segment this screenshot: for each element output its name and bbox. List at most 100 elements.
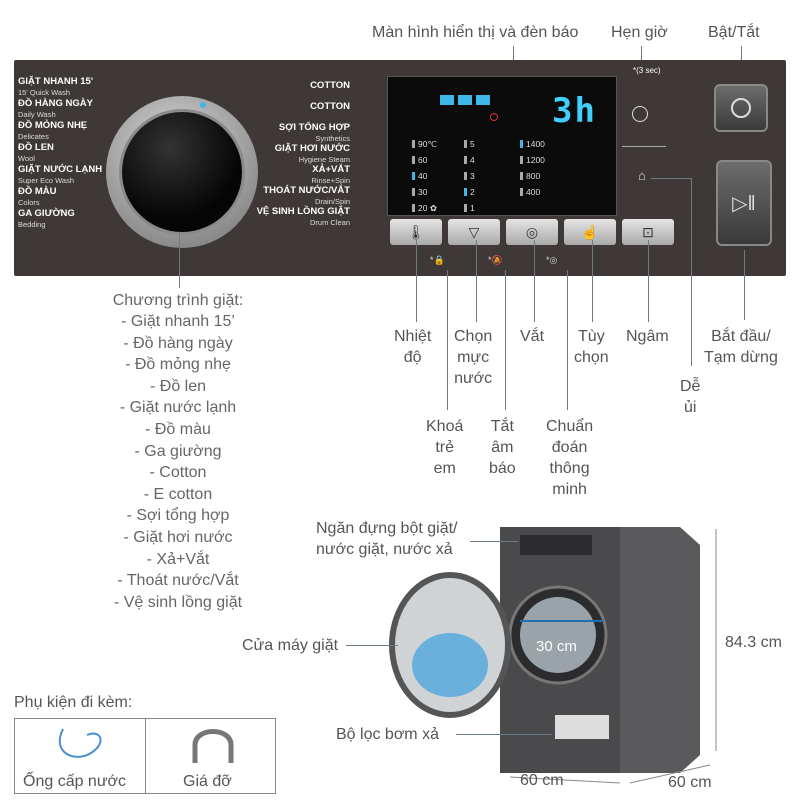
program-list-item: - Đồ len (149, 377, 207, 395)
machine-drum (520, 597, 596, 673)
easy-iron-leader-h (651, 178, 691, 179)
machine-control-strip (520, 535, 592, 555)
washing-machine-illustration (389, 527, 717, 784)
spin-leader (534, 240, 535, 322)
water-level-button[interactable]: ▽ (448, 219, 500, 245)
spin-callout: Vắt (520, 328, 545, 345)
detergent-callout: Ngăn đựng bột giặt/ nước giặt, nước xả (316, 520, 458, 558)
program-label: GIẶT NHANH 15'15' Quick Wash (18, 76, 93, 98)
accessories-box: Ống cấp nước Giá đỡ (14, 718, 276, 794)
easy-iron-leader (691, 178, 692, 366)
child-lock-callout: Khoá trẻ em (426, 418, 464, 477)
power-icon (731, 98, 751, 118)
depth-label: 60 cm (668, 774, 712, 791)
width-label: 60 cm (520, 772, 564, 789)
display-value: 2 (464, 187, 475, 197)
height-label: 84.3 cm (725, 634, 782, 651)
spin-icon: ◎ (525, 223, 539, 240)
program-dial-knob[interactable] (122, 112, 242, 232)
program-name-en: Hygiene Steam (298, 155, 350, 164)
program-name-en: 15' Quick Wash (18, 88, 71, 97)
soak-button[interactable]: ⊡ (622, 219, 674, 245)
program-list-item: - E cotton (143, 485, 213, 503)
child-lock-icon: *🔒 (430, 255, 445, 265)
display-value: 30 (412, 187, 427, 197)
display-value: 4 (464, 155, 475, 165)
play-pause-icon: ▷‖ (732, 192, 756, 215)
easy-iron-icon[interactable]: ⌂ (638, 168, 646, 183)
program-list-item: - Cotton (149, 464, 207, 482)
program-label: COTTON (310, 80, 350, 91)
bracket-icon (192, 729, 234, 763)
smart-check-icon: *◎ (546, 255, 558, 265)
soak-callout: Ngâm (626, 328, 669, 345)
water-level-callout: Chọn mực nước (454, 328, 493, 387)
display-value: 800 (520, 171, 540, 181)
panel-divider (622, 146, 666, 147)
depth-dimension-line (629, 764, 711, 784)
thermometer-icon: 🌡 (407, 223, 425, 240)
display-value: 40 (412, 171, 427, 181)
smart-check-callout: Chuẩn đoán thông minh (546, 418, 594, 498)
timer-hint: *(3 sec) (633, 66, 661, 75)
water-level-leader (476, 240, 477, 322)
program-name: GA GIƯỜNG (18, 208, 75, 219)
program-name-en: Super Eco Wash (18, 176, 74, 185)
soak-icon: ⊡ (642, 223, 654, 240)
display-value: 1200 (520, 155, 545, 165)
hand-icon: ☝ (581, 223, 599, 240)
filter-callout: Bộ lọc bơm xả (336, 726, 439, 743)
accessories-divider (145, 719, 146, 793)
lock-indicator-icon (490, 113, 498, 121)
power-button[interactable] (714, 84, 768, 132)
spin-button[interactable]: ◎ (506, 219, 558, 245)
program-list-item: - Xả+Vắt (146, 550, 210, 568)
display-value: 60 (412, 155, 427, 165)
start-pause-button[interactable]: ▷‖ (716, 160, 772, 246)
smart-check-leader (567, 270, 568, 410)
door-leader (346, 645, 398, 646)
program-name: COTTON (310, 80, 350, 91)
filter-leader (456, 734, 552, 735)
timer-label: Hẹn giờ (611, 24, 668, 41)
accessory-hose-label: Ống cấp nước (23, 773, 127, 790)
program-list-item: - Giặt nước lạnh (119, 399, 237, 417)
program-name-en: Bedding (18, 220, 46, 229)
display-value: 90℃ (412, 139, 437, 150)
program-list-item: - Ga giường (134, 442, 222, 460)
door-callout: Cửa máy giặt (242, 637, 339, 654)
display-value: 400 (520, 187, 540, 197)
options-leader (592, 240, 593, 322)
program-list-item: - Đồ màu (145, 421, 211, 438)
easy-iron-callout: Dễ ủi (680, 378, 701, 416)
mute-leader (505, 270, 506, 410)
program-list-item: - Đồ mỏng nhẹ (125, 356, 231, 374)
program-name: ĐỒ HÀNG NGÀY (18, 98, 93, 109)
options-button[interactable]: ☝ (564, 219, 616, 245)
program-list-item: - Đồ hàng ngày (123, 334, 233, 352)
water-tub-icon: ▽ (468, 223, 480, 240)
program-name: VỆ SINH LỒNG GIẶT (256, 206, 350, 217)
program-name: THOÁT NƯỚC/VẮT (263, 185, 350, 196)
water-hose-icon (58, 728, 102, 758)
start-leader (744, 250, 745, 320)
start-callout: Bắt đầu/ Tạm dừng (704, 328, 778, 366)
program-name-en: Wool (18, 154, 35, 163)
display-value: 3 (464, 171, 475, 181)
door-size-label: 30 cm (536, 638, 577, 655)
door-glass-water (412, 633, 488, 697)
temperature-leader (416, 240, 417, 322)
program-name: ĐỒ MỎNG NHẸ (18, 120, 88, 131)
program-name: GIẶT NHANH 15' (18, 76, 94, 87)
display-value: 1400 (520, 139, 545, 149)
program-name-en: Drum Clean (309, 218, 350, 227)
program-name: GIẶT NƯỚC LẠNH (18, 164, 103, 175)
timer-icon[interactable] (632, 106, 648, 122)
